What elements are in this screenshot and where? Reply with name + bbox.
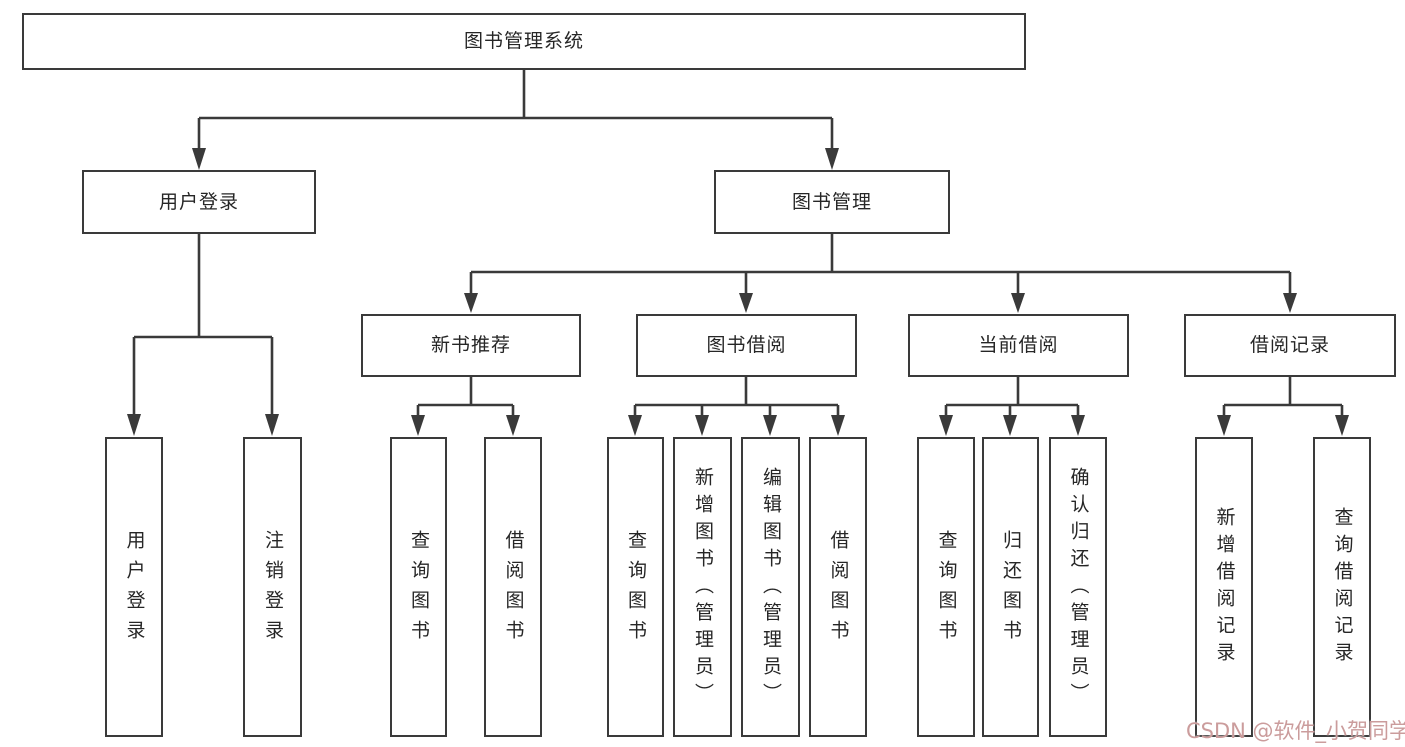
node-book-borrowing: 图书借阅	[636, 314, 857, 377]
leaf-add-books-admin: 新增图书（管理员）	[673, 437, 732, 737]
node-current-borrowing: 当前借阅	[908, 314, 1129, 377]
leaf-confirm-return-admin: 确认归还（管理员）	[1049, 437, 1107, 737]
leaf-query-borrow-record: 查询借阅记录	[1313, 437, 1371, 737]
leaf-query-books: 查询图书	[390, 437, 447, 737]
leaf-query-books-2: 查询图书	[607, 437, 664, 737]
node-borrowing-records: 借阅记录	[1184, 314, 1396, 377]
leaf-query-books-3: 查询图书	[917, 437, 975, 737]
leaf-borrow-books-2: 借阅图书	[809, 437, 867, 737]
node-new-book-recommendation: 新书推荐	[361, 314, 581, 377]
leaf-edit-books-admin: 编辑图书（管理员）	[741, 437, 800, 737]
leaf-logout: 注销登录	[243, 437, 302, 737]
leaf-return-books: 归还图书	[982, 437, 1039, 737]
leaf-borrow-books: 借阅图书	[484, 437, 542, 737]
leaf-add-borrow-record: 新增借阅记录	[1195, 437, 1253, 737]
node-user-login: 用户登录	[82, 170, 316, 234]
csdn-watermark: CSDN @软件_小贺同学	[1186, 719, 1405, 743]
leaf-user-login: 用户登录	[105, 437, 163, 737]
node-book-management: 图书管理	[714, 170, 950, 234]
node-library-management-system: 图书管理系统	[22, 13, 1026, 70]
